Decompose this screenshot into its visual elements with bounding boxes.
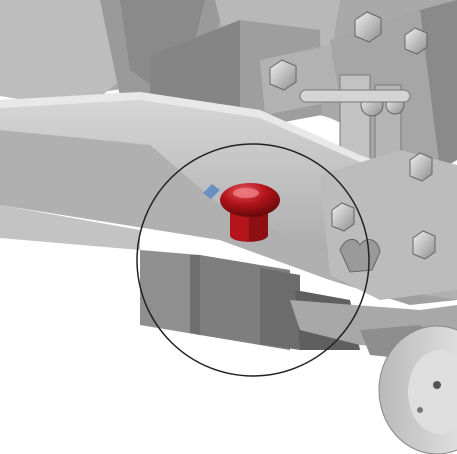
mount-plate <box>320 150 457 300</box>
red-cap-plug[interactable] <box>220 183 280 242</box>
bolt-group-top <box>269 11 428 91</box>
highlight-circle <box>136 143 370 377</box>
indicator-marker <box>203 184 220 199</box>
wing-nut <box>339 238 381 273</box>
wheel <box>378 325 457 454</box>
